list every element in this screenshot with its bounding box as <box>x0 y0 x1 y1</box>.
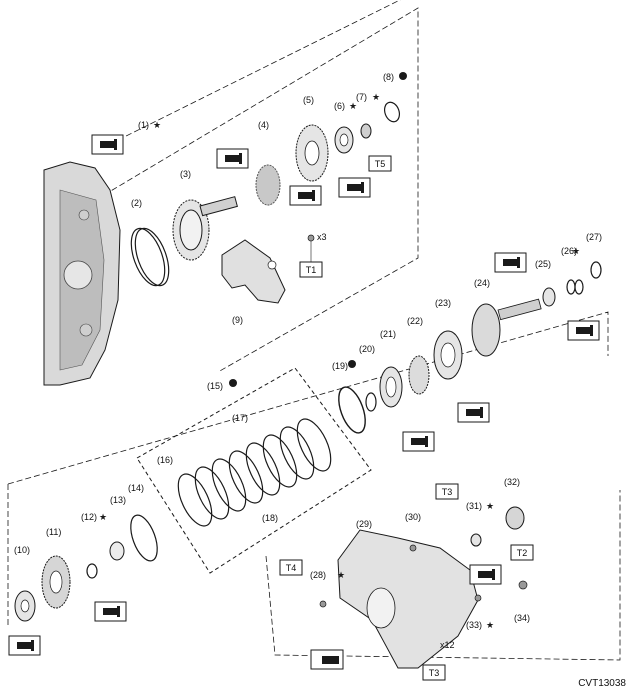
label-23: (23) <box>435 298 451 308</box>
label-34: (34) <box>514 613 530 623</box>
label-22: (22) <box>407 316 423 326</box>
label-32: (32) <box>504 477 520 487</box>
part-5-gear <box>295 124 329 182</box>
transmission-case <box>43 161 121 386</box>
part-20-ring <box>365 392 377 412</box>
part-23-drum <box>433 330 463 380</box>
label-16: (16) <box>157 455 173 465</box>
label-12: (12) <box>81 512 97 522</box>
part-9-bracket <box>221 239 286 304</box>
diagram-code: CVT13038 <box>578 678 626 689</box>
qty-x3: x3 <box>317 232 327 242</box>
part-11-gear <box>41 555 71 609</box>
torque-box-labels: T1 T5 T3 T2 T4 T3 <box>286 159 528 678</box>
label-19: (19) <box>332 361 348 371</box>
part-31-plug <box>470 533 482 547</box>
part-15-clutch-pack-frame <box>136 367 372 574</box>
label-29: (29) <box>356 519 372 529</box>
part-14-snap-ring <box>130 514 158 562</box>
part-22-spring <box>408 355 430 395</box>
label-31: (31) <box>466 501 482 511</box>
label-4: (4) <box>258 120 269 130</box>
label-8: (8) <box>383 72 394 82</box>
label-15: (15) <box>207 381 223 391</box>
label-5: (5) <box>303 95 314 105</box>
label-3: (3) <box>180 169 191 179</box>
t1-bolts <box>307 234 315 262</box>
svg-text:★: ★ <box>349 102 357 112</box>
part-34-bolt <box>518 580 528 590</box>
part-12-ring <box>86 563 98 579</box>
oil-can-glyphs <box>17 139 593 651</box>
part-28-plug <box>319 600 327 608</box>
label-2: (2) <box>131 198 142 208</box>
label-18: (18) <box>262 513 278 523</box>
label-21: (21) <box>380 329 396 339</box>
label-17: (17) <box>232 413 248 423</box>
grease-icon <box>310 649 344 670</box>
part-33-bolt <box>474 594 482 602</box>
part-27-ring <box>590 261 602 279</box>
qty-x12: x12 <box>440 640 455 650</box>
label-30: (30) <box>405 512 421 522</box>
label-14: (14) <box>128 483 144 493</box>
part-labels: (1) (2) (3) (4) (5) (6) (7) (8) (9) (10)… <box>14 72 602 630</box>
torque-label-t3b: T3 <box>429 668 440 678</box>
replace-icons <box>229 72 407 387</box>
label-27: (27) <box>586 232 602 242</box>
label-24: (24) <box>474 278 490 288</box>
part-7-nut <box>360 123 372 139</box>
label-25: (25) <box>535 259 551 269</box>
label-10: (10) <box>14 545 30 555</box>
label-28: (28) <box>310 570 326 580</box>
label-1: (1) <box>138 120 149 130</box>
part-13-ring <box>109 541 125 561</box>
part-30-bolt <box>409 544 417 552</box>
label-13: (13) <box>110 495 126 505</box>
torque-label-t5: T5 <box>375 159 386 169</box>
clutch-plates <box>177 418 332 527</box>
part-2-snap-ring <box>130 227 170 287</box>
torque-label-t3a: T3 <box>442 487 453 497</box>
torque-label-t1: T1 <box>306 265 317 275</box>
svg-text:★: ★ <box>486 502 494 512</box>
svg-text:★: ★ <box>486 621 494 631</box>
part-10-bearing <box>14 590 36 622</box>
label-6: (6) <box>334 101 345 111</box>
label-7: (7) <box>356 92 367 102</box>
svg-text:★: ★ <box>572 247 580 257</box>
label-33: (33) <box>466 620 482 630</box>
star-icons: ★ ★ ★ ★ ★ ★ ★ ★ <box>99 93 580 631</box>
label-9: (9) <box>232 315 243 325</box>
assembly-outline <box>7 0 621 661</box>
part-4-gear <box>255 164 281 206</box>
svg-text:★: ★ <box>337 571 345 581</box>
part-19-ring <box>338 386 366 434</box>
part-21-piston <box>379 366 403 408</box>
part-32-seal <box>505 506 525 530</box>
torque-label-t4: T4 <box>286 563 297 573</box>
part-6-bearing <box>334 126 354 154</box>
label-26: (26) <box>561 246 577 256</box>
label-11: (11) <box>46 527 61 537</box>
part-25-bearing <box>542 287 556 307</box>
part-8-ring <box>383 101 401 123</box>
svg-text:★: ★ <box>153 121 161 131</box>
torque-label-t2: T2 <box>517 548 528 558</box>
part-29-extension-housing <box>337 529 479 669</box>
part-24-hub-shaft <box>471 298 542 357</box>
svg-text:★: ★ <box>99 513 107 523</box>
svg-text:★: ★ <box>372 93 380 103</box>
part-26-rings <box>566 279 584 295</box>
torque-boxes <box>279 155 534 681</box>
part-3-gear-shaft <box>172 196 238 261</box>
label-20: (20) <box>359 344 375 354</box>
